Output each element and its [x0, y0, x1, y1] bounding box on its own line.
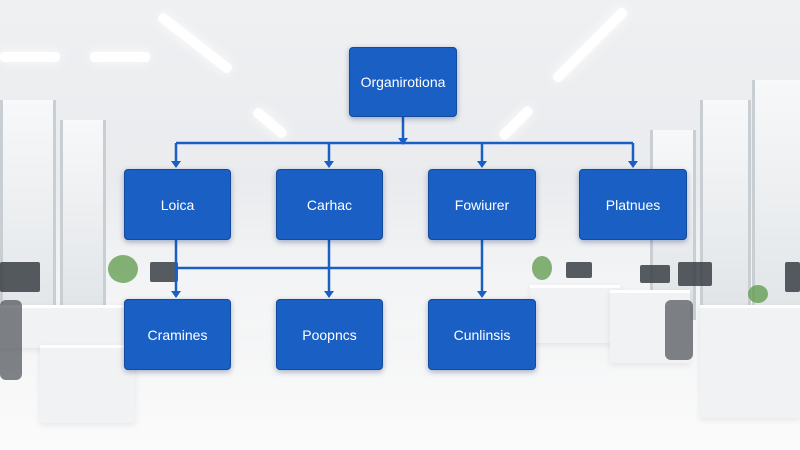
arrowhead — [171, 161, 181, 168]
plant — [108, 255, 138, 283]
ceiling-light — [0, 52, 60, 62]
node-level2-4: Platnues — [579, 169, 687, 240]
monitor — [0, 262, 40, 292]
node-level3-3: Cunlinsis — [428, 299, 536, 370]
node-level3-3-label: Cunlinsis — [453, 326, 511, 343]
window-panel — [700, 100, 751, 330]
arrowhead — [398, 138, 408, 145]
monitor — [785, 262, 800, 292]
node-root: Organirotiona — [349, 47, 457, 117]
arrowhead — [628, 161, 638, 168]
node-level2-2: Carhac — [276, 169, 383, 240]
ceiling-light — [90, 52, 150, 62]
arrowhead — [477, 291, 487, 298]
monitor — [640, 265, 670, 283]
node-level3-2: Poopncs — [276, 299, 383, 370]
node-level2-3-label: Fowiurer — [454, 196, 510, 213]
plant — [748, 285, 768, 303]
node-level3-1: Cramines — [124, 299, 231, 370]
node-level3-1-label: Cramines — [147, 326, 208, 343]
node-level3-2-label: Poopncs — [302, 326, 357, 343]
plant — [532, 256, 552, 280]
office-chair — [0, 300, 22, 380]
monitor — [566, 262, 592, 278]
monitor — [150, 262, 178, 282]
arrowhead — [324, 161, 334, 168]
node-level2-2-label: Carhac — [306, 196, 353, 213]
desk — [40, 345, 135, 423]
node-root-label: Organirotiona — [360, 74, 446, 90]
office-chair — [665, 300, 693, 360]
arrowhead — [324, 291, 334, 298]
node-level2-4-label: Platnues — [605, 196, 661, 213]
desk — [700, 305, 800, 418]
monitor — [678, 262, 712, 286]
node-level2-3: Fowiurer — [428, 169, 536, 240]
node-level2-1: Loica — [124, 169, 231, 240]
node-level2-1-label: Loica — [160, 196, 195, 213]
arrowhead — [477, 161, 487, 168]
arrowhead — [171, 291, 181, 298]
desk — [530, 285, 620, 343]
window-panel — [60, 120, 106, 330]
